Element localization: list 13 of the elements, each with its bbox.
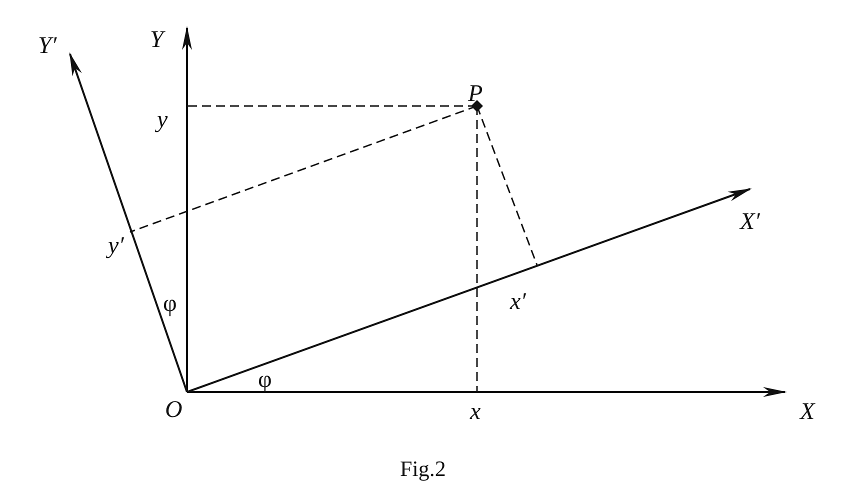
- origin-label: O: [165, 398, 182, 422]
- angle-label: φ: [258, 368, 272, 392]
- axis-label: X′: [740, 210, 760, 234]
- angle-label: φ: [163, 292, 177, 316]
- coordinate-label: x: [470, 400, 481, 424]
- axis-label: Y: [150, 28, 164, 52]
- coordinate-label: y′: [108, 234, 124, 258]
- axis-label: Y′: [38, 34, 57, 58]
- coordinate-label: y: [157, 108, 168, 132]
- point-label: P: [468, 82, 483, 106]
- axis-label: X: [800, 400, 815, 424]
- figure-caption: Fig.2: [400, 458, 446, 480]
- coordinate-label: x′: [510, 290, 526, 314]
